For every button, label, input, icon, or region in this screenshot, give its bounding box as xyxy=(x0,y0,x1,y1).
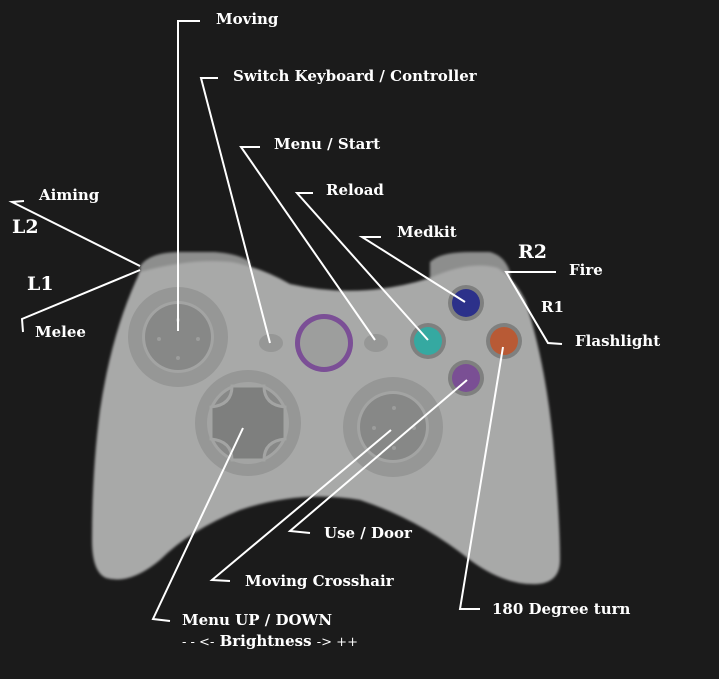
label-switch-keyboard-controller: Switch Keyboard / Controller xyxy=(233,67,477,85)
right-stick[interactable] xyxy=(343,377,443,477)
label-r2: R2 xyxy=(518,241,548,263)
leader-line-switch xyxy=(199,77,271,344)
leader-line-melee xyxy=(20,269,141,333)
leader-line-moving xyxy=(177,20,200,331)
dpad[interactable] xyxy=(195,370,301,476)
label-fire: Fire xyxy=(569,261,603,279)
label-menu-start: Menu / Start xyxy=(274,135,381,153)
left-stick[interactable] xyxy=(128,287,228,387)
label-moving: Moving xyxy=(216,10,279,28)
label-l1: L1 xyxy=(27,273,54,295)
label-180-degree-turn: 180 Degree turn xyxy=(492,600,631,618)
start-button[interactable] xyxy=(364,334,388,352)
brightness-label: Brightness xyxy=(219,632,312,650)
leader-line-medkit xyxy=(358,236,466,303)
guide-button[interactable] xyxy=(295,314,353,372)
brightness-plus: -> ++ xyxy=(316,635,358,650)
back-button[interactable] xyxy=(259,334,283,352)
b-button[interactable] xyxy=(486,323,522,359)
y-button[interactable] xyxy=(448,285,484,321)
label-flashlight: Flashlight xyxy=(575,332,661,350)
leader-line-menu-updown xyxy=(151,427,244,622)
leader-line-aiming xyxy=(8,200,141,267)
leader-line-moving-crosshair xyxy=(209,429,392,582)
leader-line-fire xyxy=(504,271,563,345)
brightness-minus: - - <- xyxy=(182,635,215,650)
leader-line-reload xyxy=(294,192,429,341)
leader-line-menu-start xyxy=(239,146,376,341)
leader-line-use-door xyxy=(287,379,468,534)
label-melee: Melee xyxy=(35,323,86,341)
label-r1: R1 xyxy=(541,298,564,316)
label-aiming: Aiming xyxy=(39,186,100,204)
label-menu-up-down: Menu UP / DOWN xyxy=(182,611,333,629)
label-medkit: Medkit xyxy=(397,223,457,241)
leader-line-degree-turn xyxy=(458,346,504,610)
label-l2: L2 xyxy=(12,216,39,238)
label-moving-crosshair: Moving Crosshair xyxy=(245,572,394,590)
a-button[interactable] xyxy=(448,360,484,396)
label-brightness-line: - - <- Brightness -> ++ xyxy=(182,632,358,652)
label-use-door: Use / Door xyxy=(324,524,412,542)
label-reload: Reload xyxy=(326,181,384,199)
x-button[interactable] xyxy=(410,323,446,359)
